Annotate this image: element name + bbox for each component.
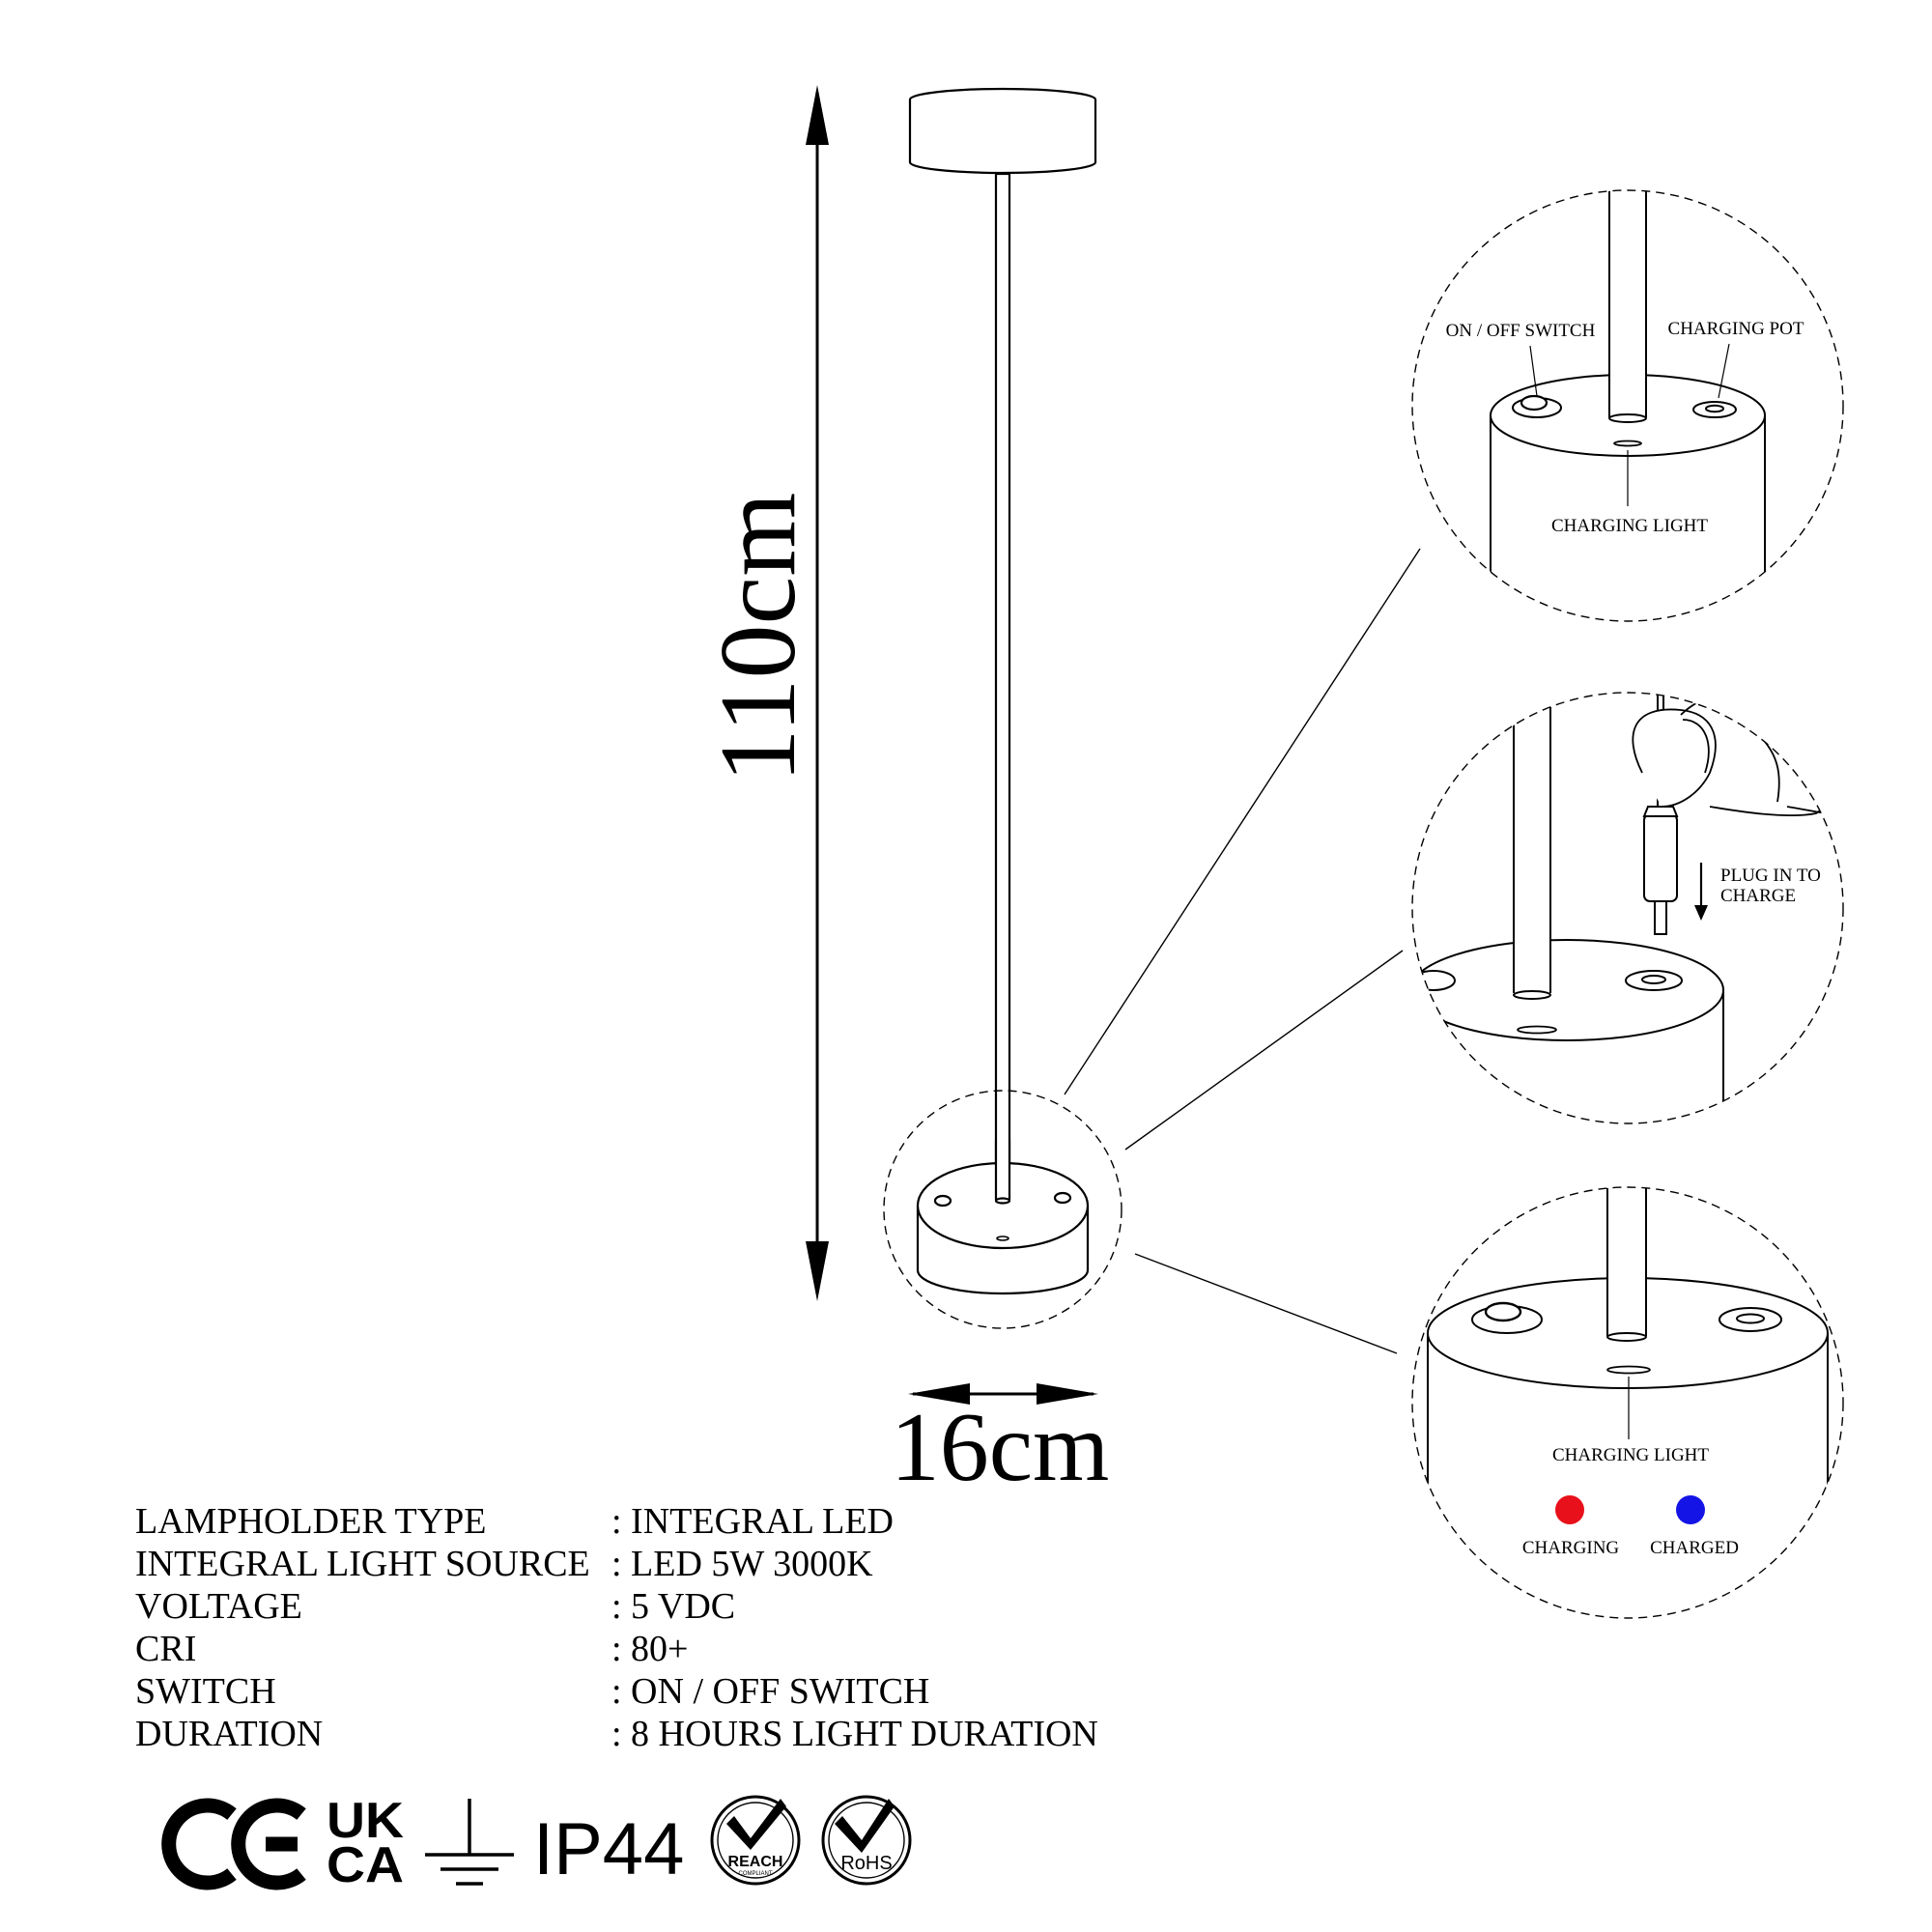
spec-key: SWITCH xyxy=(135,1671,276,1712)
spec-value: : ON / OFF SWITCH xyxy=(611,1671,930,1712)
switch-label: ON / OFF SWITCH xyxy=(1446,321,1596,341)
base-zoom-circle xyxy=(883,1090,1122,1329)
base-switch-icon xyxy=(933,1194,952,1208)
callout-top: ON / OFF SWITCH CHARGING POT CHARGING LI… xyxy=(1411,189,1844,622)
reach-mark-icon: REACH COMPLIANT xyxy=(710,1795,801,1886)
spec-row-voltage: VOLTAGE : 5 VDC xyxy=(135,1585,1198,1628)
spec-key: CRI xyxy=(135,1629,197,1669)
lamp-drawing xyxy=(883,87,1122,1329)
ukca-mark-line1: UK xyxy=(327,1793,404,1849)
callout-connectors xyxy=(1064,548,1421,1354)
spec-value: : 8 HOURS LIGHT DURATION xyxy=(611,1714,1098,1754)
middle-switch-icon xyxy=(1412,970,1456,991)
spec-row-light-source: INTEGRAL LIGHT SOURCE : LED 5W 3000K xyxy=(135,1543,1198,1585)
arrow-down-icon xyxy=(806,1241,829,1301)
hand-icon xyxy=(1632,693,1843,817)
reach-mark-subtext: COMPLIANT xyxy=(738,1871,772,1877)
spec-value: : 80+ xyxy=(611,1629,689,1669)
base-port-icon xyxy=(1053,1191,1072,1205)
top-switch-icon xyxy=(1512,394,1562,418)
lamp-stem xyxy=(994,172,1011,1206)
bottom-charging-light-label: CHARGING LIGHT xyxy=(1552,1445,1709,1465)
spec-key: VOLTAGE xyxy=(135,1586,302,1627)
spec-key: INTEGRAL LIGHT SOURCE xyxy=(135,1544,590,1584)
charging-port-label: CHARGING POT xyxy=(1668,319,1804,339)
charged-status-label: CHARGED xyxy=(1650,1538,1739,1558)
spec-key: DURATION xyxy=(135,1714,324,1754)
callout-bottom: CHARGING LIGHT CHARGING CHARGED xyxy=(1411,1186,1844,1619)
middle-charging-light-icon xyxy=(1517,1025,1557,1035)
charged-status-dot xyxy=(1676,1495,1705,1524)
middle-charging-port-icon xyxy=(1625,970,1683,991)
spec-row-switch: SWITCH : ON / OFF SWITCH xyxy=(135,1670,1198,1713)
spec-value: : LED 5W 3000K xyxy=(611,1544,873,1584)
top-charging-port-icon xyxy=(1692,401,1737,418)
rohs-mark-text: RoHS xyxy=(840,1853,892,1874)
lamp-head-body xyxy=(908,99,1097,175)
charging-status-label: CHARGING xyxy=(1522,1538,1620,1558)
height-dimension: 110cm xyxy=(698,85,829,1301)
width-dimension: 16cm xyxy=(891,1383,1110,1502)
reach-mark-text: REACH xyxy=(728,1854,783,1870)
top-charging-light-icon xyxy=(1613,440,1642,447)
ukca-mark-line2: CA xyxy=(327,1837,404,1893)
callout-middle: PLUG IN TO CHARGE xyxy=(1411,692,1844,1124)
top-charging-light-label: CHARGING LIGHT xyxy=(1551,516,1708,536)
ce-mark-icon xyxy=(161,1798,306,1890)
spec-value: : 5 VDC xyxy=(611,1586,736,1627)
plug-label-line2: CHARGE xyxy=(1720,886,1796,906)
arrow-left-icon xyxy=(908,1383,970,1405)
rohs-mark-icon: RoHS xyxy=(821,1795,912,1886)
spec-row-lampholder: LAMPHOLDER TYPE : INTEGRAL LED xyxy=(135,1500,1198,1543)
ip-rating-mark: IP44 xyxy=(533,1808,684,1890)
bottom-charging-port-icon xyxy=(1719,1307,1782,1332)
width-label: 16cm xyxy=(891,1393,1110,1502)
height-label: 110cm xyxy=(698,493,818,783)
bottom-charging-light-icon xyxy=(1606,1365,1651,1375)
middle-base-rim xyxy=(1412,939,1724,1041)
spec-row-cri: CRI : 80+ xyxy=(135,1628,1198,1670)
base-indicator-icon xyxy=(996,1236,1009,1241)
earth-ground-icon xyxy=(425,1799,514,1886)
arrow-up-icon xyxy=(806,85,829,145)
plug-arrow-icon xyxy=(1694,863,1708,921)
spec-row-duration: DURATION : 8 HOURS LIGHT DURATION xyxy=(135,1713,1198,1755)
certification-marks: CE UK CA IP44 REACH COMPLIANT RoHS xyxy=(161,1793,912,1893)
plug-label-line1: PLUG IN TO xyxy=(1720,866,1821,886)
charging-status-dot xyxy=(1555,1495,1584,1524)
spec-value: : INTEGRAL LED xyxy=(611,1501,894,1542)
spec-key: LAMPHOLDER TYPE xyxy=(135,1501,487,1542)
specification-table: LAMPHOLDER TYPE : INTEGRAL LED INTEGRAL … xyxy=(135,1500,1198,1755)
charging-plug-icon xyxy=(1642,693,1679,935)
bottom-switch-icon xyxy=(1471,1301,1543,1334)
arrow-right-icon xyxy=(1037,1383,1098,1405)
